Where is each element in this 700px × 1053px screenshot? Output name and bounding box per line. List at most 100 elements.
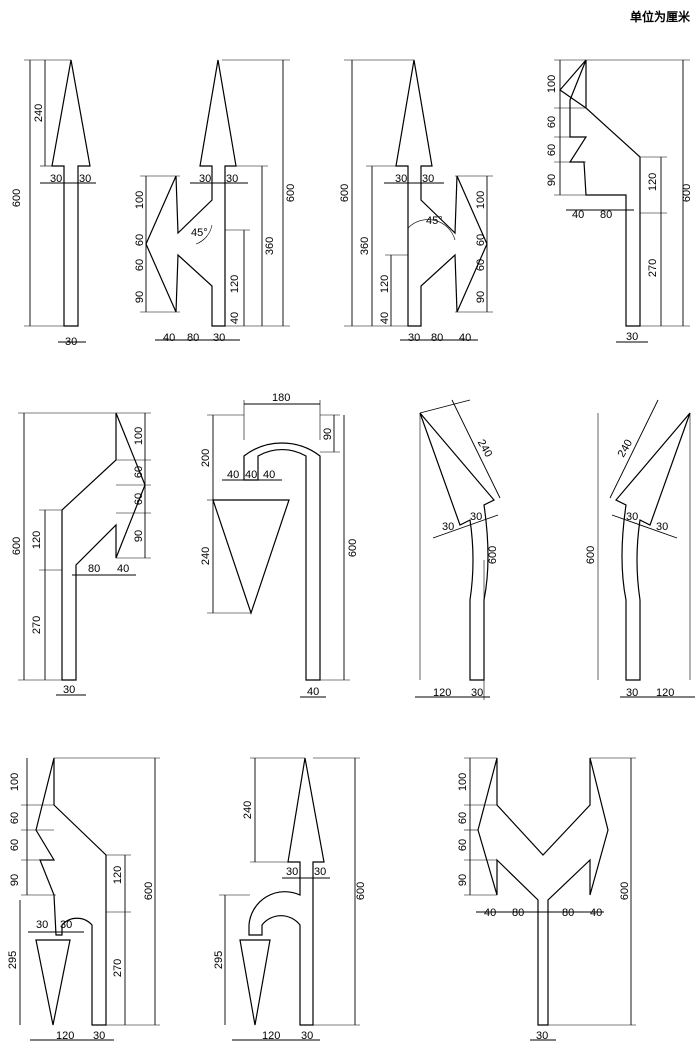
dim-h-80: 80 bbox=[562, 907, 574, 919]
dim-v-240: 240 bbox=[200, 547, 212, 565]
dim-h-30: 30 bbox=[50, 173, 62, 185]
diagram-straight-right: 600 360 100 60 60 90 120 40 30 30 30 80 … bbox=[339, 59, 493, 344]
dim-v-100: 100 bbox=[546, 75, 558, 93]
dim-h-120: 120 bbox=[656, 687, 674, 699]
left-right-arrow-shape bbox=[477, 757, 609, 1026]
left-uturn-arrow-shape bbox=[35, 757, 107, 1026]
dim-h-30: 30 bbox=[65, 336, 77, 348]
dim-h-40: 40 bbox=[459, 332, 471, 344]
dim-v-60: 60 bbox=[475, 234, 487, 246]
straight-right-arrow-shape bbox=[395, 59, 488, 327]
dim-h-30: 30 bbox=[395, 173, 407, 185]
dim-v-240: 240 bbox=[33, 104, 45, 122]
dim-v-270: 270 bbox=[647, 259, 659, 277]
merge-right-arrow-shape bbox=[615, 412, 691, 681]
dim-v-90: 90 bbox=[475, 291, 487, 303]
dim-h-40: 40 bbox=[227, 469, 239, 481]
dim-v-360: 360 bbox=[264, 237, 276, 255]
dim-h-30: 30 bbox=[422, 173, 434, 185]
dim-v-90: 90 bbox=[457, 874, 469, 886]
dim-v-240: 240 bbox=[475, 438, 495, 460]
u-turn-arrow-shape bbox=[243, 442, 321, 681]
dim-v-90: 90 bbox=[9, 874, 21, 886]
dim-v-100: 100 bbox=[475, 191, 487, 209]
dim-h-80: 80 bbox=[431, 332, 443, 344]
angle-label: 45° bbox=[426, 215, 443, 227]
dim-h-30: 30 bbox=[213, 332, 225, 344]
right-turn-arrow-shape bbox=[61, 412, 146, 681]
dim-h-30: 30 bbox=[442, 521, 454, 533]
diagram-merge-right: 240 30 30 600 30 120 bbox=[585, 399, 695, 699]
dim-v-120: 120 bbox=[112, 866, 124, 884]
dim-v-120: 120 bbox=[31, 531, 43, 549]
dim-v-600: 600 bbox=[487, 546, 499, 564]
dim-h-30: 30 bbox=[301, 1030, 313, 1042]
dim-v-600: 600 bbox=[681, 184, 693, 202]
dim-h-30: 30 bbox=[226, 173, 238, 185]
dim-v-60: 60 bbox=[457, 839, 469, 851]
dim-h-80: 80 bbox=[187, 332, 199, 344]
dim-v-120: 120 bbox=[229, 275, 241, 293]
diagram-straight: 600 240 30 30 30 bbox=[11, 59, 96, 348]
dim-v-295: 295 bbox=[7, 951, 19, 969]
dim-h-30: 30 bbox=[199, 173, 211, 185]
dim-v-600: 600 bbox=[355, 882, 367, 900]
dim-v-240: 240 bbox=[616, 438, 636, 460]
dim-v-295: 295 bbox=[213, 951, 225, 969]
dim-h-30: 30 bbox=[60, 919, 72, 931]
dim-v-40: 40 bbox=[229, 312, 241, 324]
dim-h-80: 80 bbox=[512, 907, 524, 919]
left-turn-arrow-shape bbox=[568, 59, 641, 327]
dim-h-30: 30 bbox=[286, 866, 298, 878]
dim-v-60: 60 bbox=[134, 259, 146, 271]
straight-uturn-arrow-shape bbox=[248, 757, 325, 1026]
dim-v-60: 60 bbox=[457, 812, 469, 824]
dim-v-90: 90 bbox=[133, 530, 145, 542]
dim-v-120: 120 bbox=[647, 173, 659, 191]
dim-v-100: 100 bbox=[9, 773, 21, 791]
dim-h-30: 30 bbox=[79, 173, 91, 185]
angle-label: 45° bbox=[191, 227, 208, 239]
dim-h-120: 120 bbox=[56, 1030, 74, 1042]
dim-v-240: 240 bbox=[242, 801, 254, 819]
dim-v-60: 60 bbox=[475, 259, 487, 271]
dim-h-120: 120 bbox=[262, 1030, 280, 1042]
dim-h-30: 30 bbox=[656, 521, 668, 533]
dim-v-40: 40 bbox=[379, 312, 391, 324]
dim-h-30: 30 bbox=[314, 866, 326, 878]
diagram-merge-left: 240 30 30 600 120 30 bbox=[415, 399, 501, 700]
dim-h-40: 40 bbox=[245, 469, 257, 481]
dim-v-100: 100 bbox=[134, 191, 146, 209]
diagram-left-uturn: 100 60 60 90 120 270 600 295 30 30 120 3… bbox=[7, 757, 160, 1042]
dim-h-30: 30 bbox=[408, 332, 420, 344]
dim-v-60: 60 bbox=[546, 116, 558, 128]
dim-v-600: 600 bbox=[619, 882, 631, 900]
dim-v-600: 600 bbox=[339, 184, 351, 202]
dim-v-60: 60 bbox=[546, 144, 558, 156]
dim-h-30: 30 bbox=[471, 687, 483, 699]
dim-h-40: 40 bbox=[484, 907, 496, 919]
diagram-right-turn: 100 60 60 90 120 270 600 80 40 30 bbox=[11, 412, 151, 696]
diagram-left-right: 100 60 60 90 600 40 80 80 40 30 bbox=[457, 757, 636, 1042]
dim-h-30: 30 bbox=[63, 684, 75, 696]
dim-v-100: 100 bbox=[133, 427, 145, 445]
dim-v-600: 600 bbox=[585, 546, 597, 564]
dim-v-120: 120 bbox=[379, 275, 391, 293]
straight-left-arrow-shape bbox=[145, 59, 237, 327]
dim-h-80: 80 bbox=[88, 563, 100, 575]
dim-v-60: 60 bbox=[133, 493, 145, 505]
dim-v-600: 600 bbox=[285, 184, 297, 202]
dim-v-600: 600 bbox=[11, 537, 23, 555]
dim-h-30: 30 bbox=[93, 1030, 105, 1042]
dim-v-60: 60 bbox=[9, 839, 21, 851]
diagram-left-turn: 100 60 60 90 120 270 600 40 80 30 bbox=[546, 59, 693, 343]
diagram-straight-left: 600 360 100 60 60 90 120 40 30 30 40 80 … bbox=[134, 59, 297, 344]
dim-h-120: 120 bbox=[433, 687, 451, 699]
dim-h-30: 30 bbox=[536, 1030, 548, 1042]
dim-h-40: 40 bbox=[572, 209, 584, 221]
dim-v-90: 90 bbox=[134, 291, 146, 303]
dim-h-40: 40 bbox=[117, 563, 129, 575]
dim-v-90: 90 bbox=[546, 174, 558, 186]
